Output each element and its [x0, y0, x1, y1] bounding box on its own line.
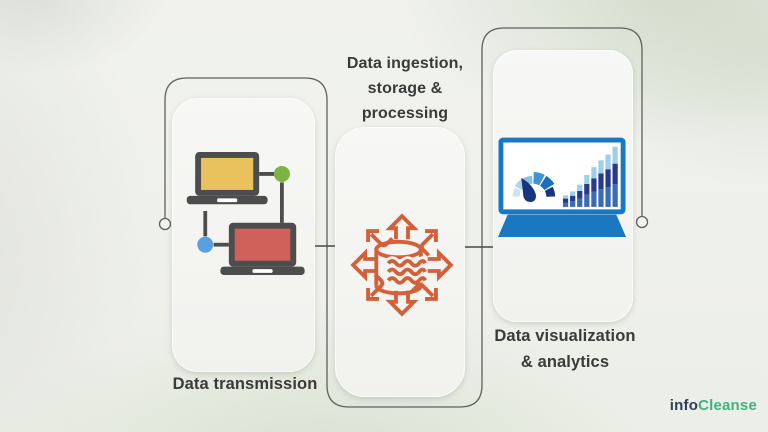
stage-label-line: Data visualization	[494, 327, 636, 345]
bar-segment	[570, 191, 576, 196]
gauge-needle	[521, 177, 536, 203]
bar-segment	[612, 184, 618, 207]
blue-node	[197, 236, 214, 253]
bar-segment	[598, 189, 604, 207]
networked-laptops-icon	[186, 152, 305, 275]
gauge-segment	[544, 186, 556, 197]
stage-label-data-transmission: Data transmission	[150, 372, 340, 397]
stage-label-data-visualization: Data visualization & analytics	[468, 323, 662, 375]
bar-segment	[584, 194, 590, 207]
stage-label-data-ingestion: Data ingestion, storage & processing	[318, 51, 492, 126]
bar-segment	[584, 174, 590, 184]
brand-logo: infoCleanse	[670, 397, 757, 414]
bar-segment	[562, 198, 569, 203]
bar-chart-icon	[562, 146, 618, 207]
green-node	[273, 165, 290, 182]
bar-segment	[562, 202, 569, 207]
bar-segment	[591, 178, 597, 192]
bar-segment	[570, 195, 576, 202]
bar-segment	[605, 169, 611, 188]
gauge-segment	[540, 175, 555, 191]
laptop-red	[220, 222, 305, 275]
laptop-base	[498, 214, 626, 237]
stage-label-line: Data transmission	[172, 375, 318, 393]
bar-segment	[605, 154, 611, 170]
laptop-yellow	[186, 152, 268, 205]
bar-segment	[577, 184, 583, 191]
thread-endpoint-left-circle	[158, 217, 172, 231]
brand-logo-suffix: Cleanse	[698, 397, 757, 414]
stage-label-line: Data ingestion,	[346, 55, 464, 72]
gauge-segment	[512, 187, 521, 197]
bar-segment	[591, 191, 597, 207]
brand-logo-prefix: info	[669, 397, 699, 414]
bar-segment	[612, 163, 618, 185]
bar-segment	[562, 195, 569, 199]
bar-segment	[577, 190, 583, 199]
network-link-blue	[203, 211, 229, 247]
bar-segment	[598, 160, 604, 174]
analytics-laptop-icon	[498, 137, 626, 237]
laptop-screen	[498, 137, 626, 215]
bar-segment	[591, 167, 597, 179]
gauge-segment	[522, 175, 533, 186]
thread-endpoint-right-circle	[635, 215, 649, 229]
stage-label-line: processing	[361, 105, 449, 122]
stage-label-line: & analytics	[520, 353, 610, 371]
gauge-segment	[533, 172, 545, 186]
bar-segment	[584, 183, 590, 195]
stage-label-line: storage &	[367, 80, 443, 97]
data-waves	[384, 256, 430, 288]
bar-segment	[570, 201, 576, 207]
bar-segment	[612, 146, 618, 164]
bar-segment	[605, 187, 611, 207]
database-distribution-icon	[351, 214, 453, 316]
bar-segment	[577, 198, 583, 207]
bar-segment	[598, 173, 604, 190]
